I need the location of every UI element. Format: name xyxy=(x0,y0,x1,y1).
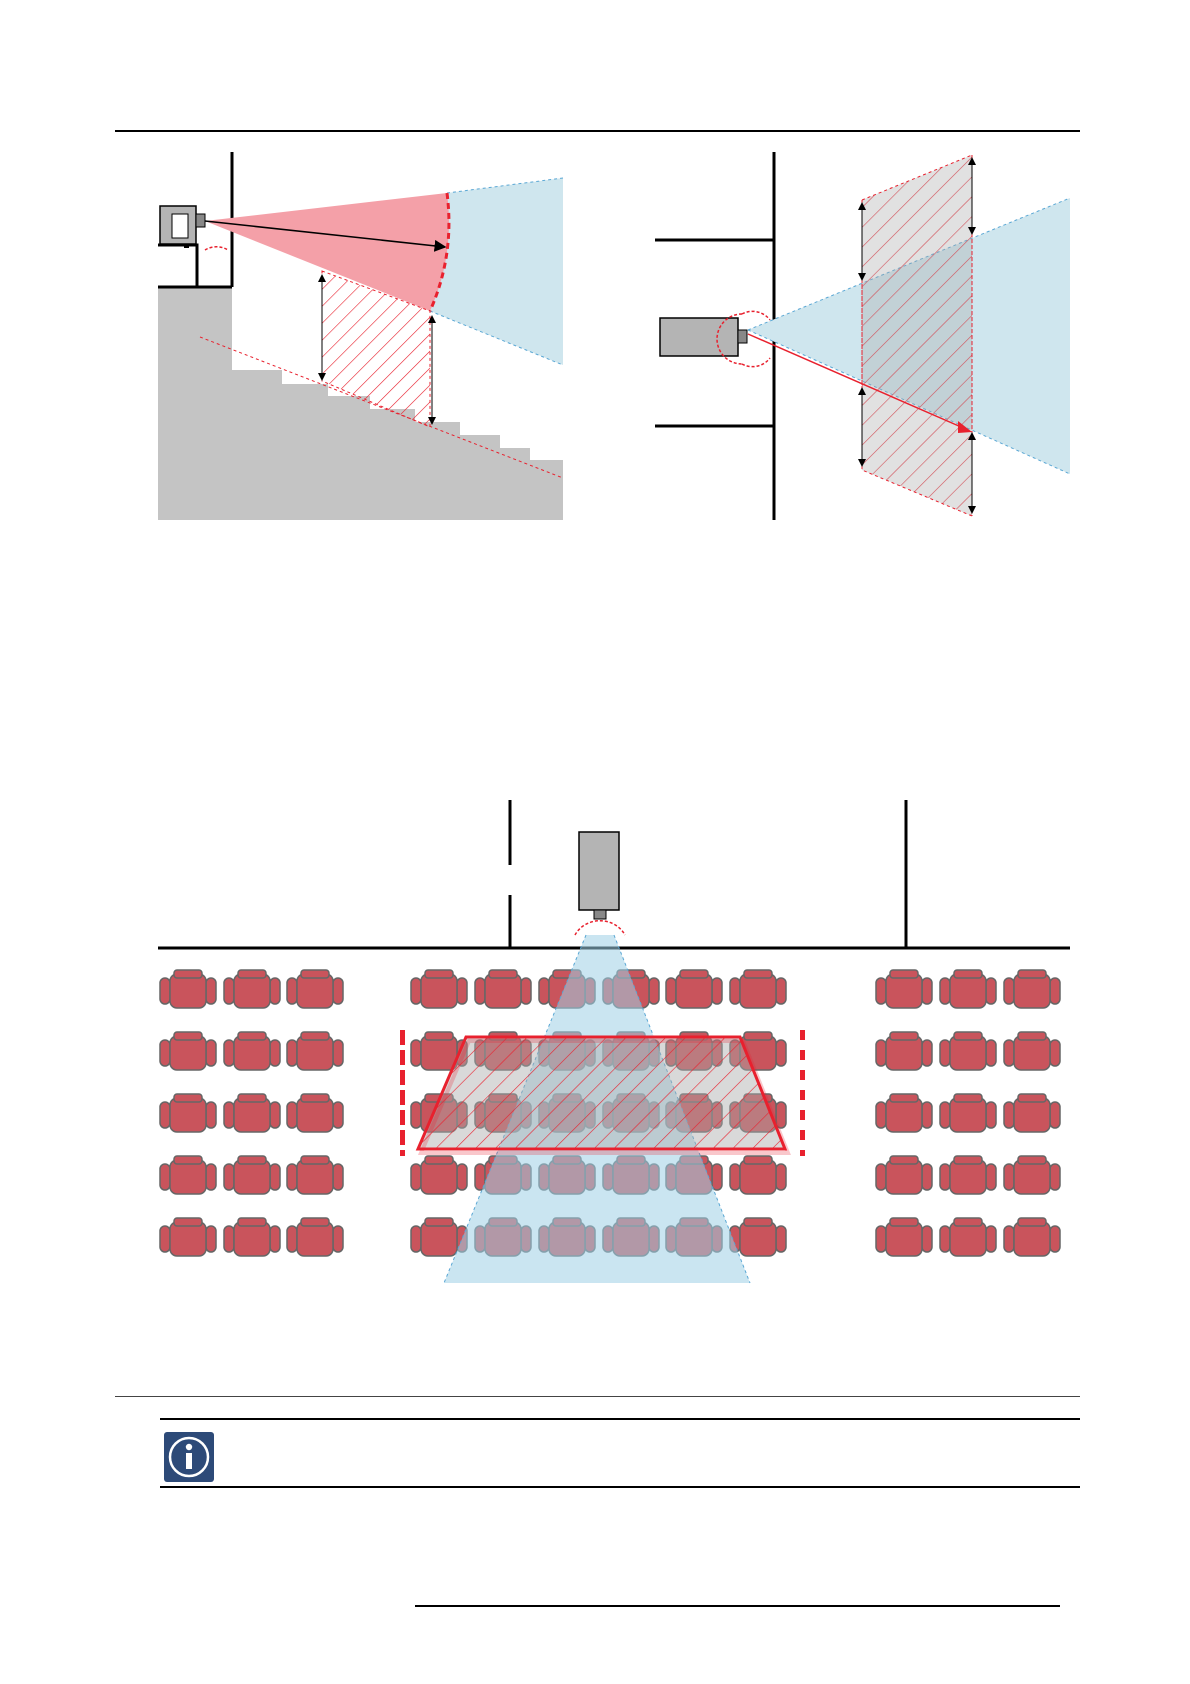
projector-icon xyxy=(160,206,205,248)
seating-right xyxy=(876,970,1060,1256)
seat-icon xyxy=(411,1156,467,1194)
seat-icon xyxy=(940,1218,996,1256)
light-beam-blue xyxy=(430,178,563,365)
seat-icon xyxy=(730,970,786,1008)
auditorium-plan-diagram xyxy=(158,800,1070,1283)
seat-icon xyxy=(940,1032,996,1070)
seat-icon xyxy=(1004,1218,1060,1256)
footer-rule xyxy=(415,1605,1060,1607)
seat-icon xyxy=(1004,970,1060,1008)
plan-view-diagram xyxy=(655,152,1070,520)
seat-icon xyxy=(1004,1094,1060,1132)
seat-icon xyxy=(224,1218,280,1256)
section-rule xyxy=(115,1396,1080,1397)
seat-icon xyxy=(940,1094,996,1132)
seat-icon xyxy=(224,1094,280,1132)
seat-icon xyxy=(876,1094,932,1132)
seat-icon xyxy=(160,1032,216,1070)
seat-icon xyxy=(1004,1156,1060,1194)
seat-icon xyxy=(940,1156,996,1194)
note-rule-top xyxy=(160,1418,1080,1420)
seat-icon xyxy=(160,1094,216,1132)
seat-icon xyxy=(876,1032,932,1070)
seat-icon xyxy=(475,970,531,1008)
seat-icon xyxy=(287,970,343,1008)
seat-icon xyxy=(666,970,722,1008)
info-icon xyxy=(164,1432,214,1482)
seat-icon xyxy=(876,970,932,1008)
barrier-left xyxy=(400,1030,405,1156)
seat-icon xyxy=(287,1032,343,1070)
note-rule-bottom xyxy=(160,1486,1080,1488)
seat-icon xyxy=(876,1218,932,1256)
projector-icon xyxy=(579,832,619,919)
seat-icon xyxy=(411,970,467,1008)
seat-icon xyxy=(224,1156,280,1194)
seat-icon xyxy=(940,970,996,1008)
seat-icon xyxy=(876,1156,932,1194)
seat-icon xyxy=(287,1094,343,1132)
seating-left xyxy=(160,970,343,1256)
side-elevation-diagram xyxy=(158,152,563,520)
seat-icon xyxy=(160,1156,216,1194)
seat-icon xyxy=(160,970,216,1008)
seat-icon xyxy=(730,1156,786,1194)
seat-icon xyxy=(287,1218,343,1256)
seat-icon xyxy=(287,1156,343,1194)
seat-icon xyxy=(730,1218,786,1256)
seat-icon xyxy=(1004,1032,1060,1070)
seat-icon xyxy=(160,1218,216,1256)
seat-icon xyxy=(224,1032,280,1070)
projector-icon xyxy=(660,318,747,356)
seat-icon xyxy=(224,970,280,1008)
